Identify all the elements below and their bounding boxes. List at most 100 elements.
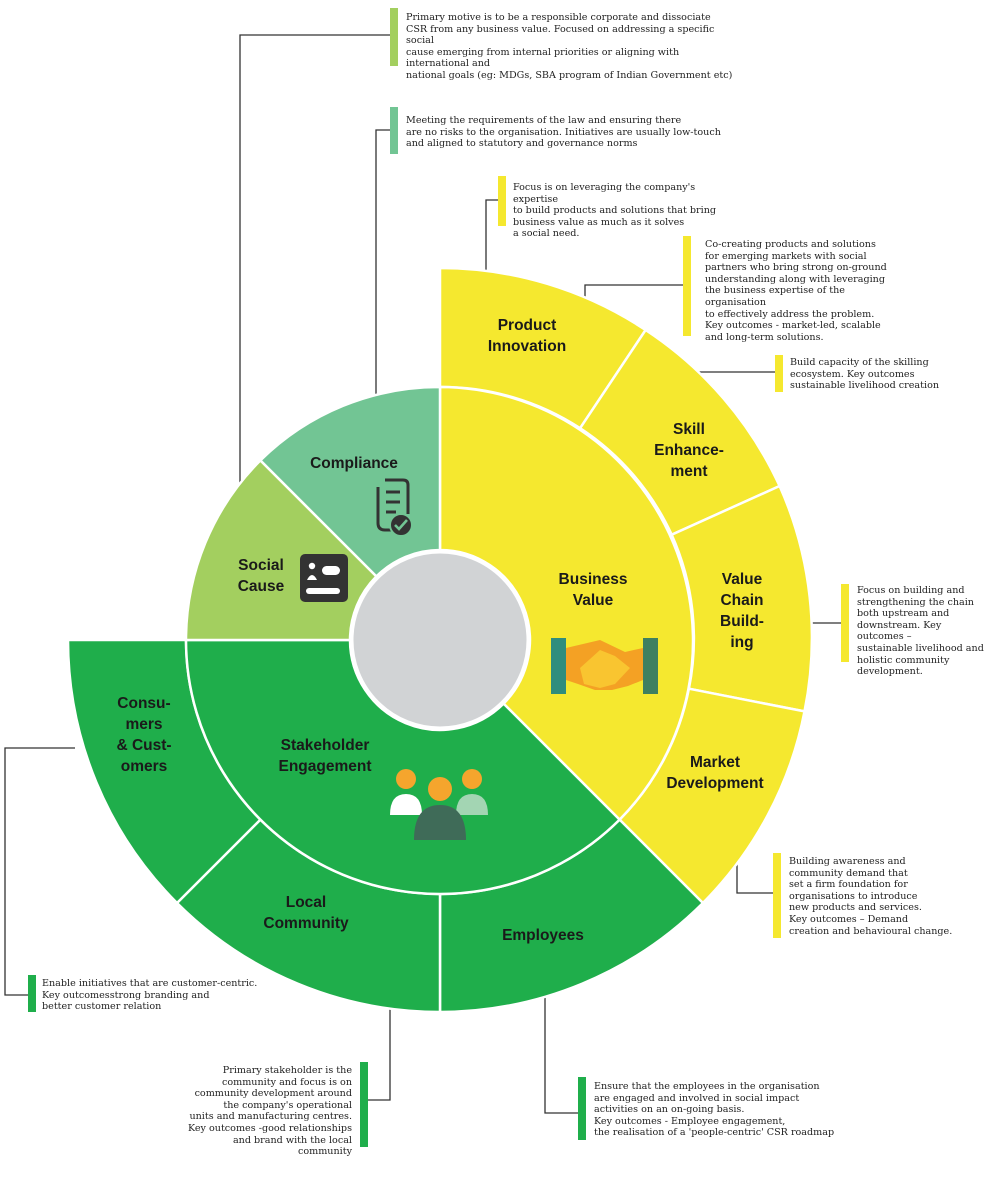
segment-label-line: Consu-: [117, 695, 170, 712]
segment-label-line: Product: [498, 317, 557, 334]
segment-business-value[interactable]: [438, 385, 695, 822]
compliance-document-icon: [376, 478, 413, 537]
note-line: Meeting the requirements of the law and …: [406, 115, 682, 126]
note-line: Key outcomes – Demand: [789, 913, 909, 925]
segment-label-line: mers: [125, 716, 162, 733]
note-line: Ensure that the employees in the organis…: [594, 1081, 820, 1092]
segment-label-line: Skill: [673, 421, 705, 438]
note-line: Focus on building and: [857, 585, 965, 596]
label-employees: Employees: [502, 927, 584, 944]
connector-employees: [544, 967, 578, 1114]
note-line: ecosystem. Key outcomes: [790, 368, 915, 380]
label-compliance: Compliance: [310, 455, 398, 472]
note-line: for emerging markets with social: [705, 250, 867, 262]
segment-label-line: Stakeholder: [281, 737, 370, 754]
note-line: a social need.: [513, 228, 580, 240]
note-line: Build capacity of the skilling: [790, 357, 929, 368]
segment-label-line: Value: [722, 571, 763, 588]
note-line: Primary motive is to be a responsible co…: [406, 12, 711, 23]
segment-label-line: Social: [238, 557, 284, 574]
note-line: strengthening the chain: [857, 596, 974, 608]
note-line: holistic community: [857, 654, 950, 666]
note-bar-consumers: [28, 975, 36, 1012]
note-line: to effectively address the problem.: [705, 308, 875, 320]
note-line: Key outcomes - Employee engagement,: [594, 1115, 786, 1127]
social-cause-icon: [300, 554, 348, 602]
segment-label-line: Value: [573, 592, 614, 609]
label-consumers: Consu-mers& Cust-omers: [116, 695, 171, 775]
note-line: community development around: [194, 1088, 352, 1100]
note-bar-employees: [578, 1077, 586, 1140]
segment-label-line: Community: [263, 915, 349, 932]
note-line: Building awareness and: [789, 856, 906, 867]
note-line: the business expertise of the organisati…: [705, 285, 845, 308]
segment-label-line: Development: [666, 775, 763, 792]
note-line: to build products and solutions that bri…: [513, 205, 717, 217]
note-bar-local-community: [360, 1062, 368, 1147]
segment-label-line: Business: [559, 571, 628, 588]
note-line: creation and behavioural change.: [789, 925, 953, 937]
note-line: Focus is on leveraging the company's exp…: [513, 182, 696, 205]
note-line: Primary stakeholder is the: [222, 1065, 352, 1076]
note-line: Key outcomesstrong branding and: [42, 989, 210, 1001]
note-line: and long-term solutions.: [705, 331, 824, 343]
segment-label-line: ing: [730, 634, 753, 651]
connector-compliance: [375, 129, 390, 440]
segment-stakeholder-engagement[interactable]: [184, 638, 622, 896]
segment-label-line: & Cust-: [116, 737, 171, 754]
note-line: partners who bring strong on-ground: [705, 262, 887, 274]
note-line: the realisation of a 'people-centric' CS…: [594, 1127, 835, 1139]
segment-label-line: Compliance: [310, 455, 398, 472]
connector-social-cause: [239, 34, 390, 535]
note-employees: Ensure that the employees in the organis…: [594, 1081, 844, 1139]
note-compliance: Meeting the requirements of the law and …: [406, 115, 726, 150]
segment-label-line: Employees: [502, 927, 584, 944]
note-bar-business-value: [498, 176, 506, 226]
note-line: national goals (eg: MDGs, SBA program of…: [406, 69, 733, 81]
note-line: organisations to introduce: [789, 890, 918, 902]
note-social-cause: Primary motive is to be a responsible co…: [406, 12, 741, 82]
note-line: Key outcomes -good relationships: [187, 1122, 352, 1134]
center-circle: [350, 550, 530, 730]
note-line: new products and services.: [789, 902, 922, 914]
note-line: are no risks to the organisation. Initia…: [406, 126, 721, 138]
segment-label-line: Build-: [720, 613, 764, 630]
segment-label-line: Cause: [238, 578, 285, 595]
note-bar-value-chain: [841, 584, 849, 662]
note-line: and aligned to statutory and governance …: [406, 138, 638, 150]
connector-local-community: [360, 968, 391, 1101]
note-line: development.: [857, 666, 923, 678]
connector-consumers: [4, 747, 75, 996]
segment-label-line: Market: [690, 754, 740, 771]
note-line: CSR from any business value. Focused on …: [406, 23, 715, 47]
note-line: community and focus is on: [221, 1076, 352, 1088]
note-line: the company's operational: [223, 1099, 352, 1111]
note-bar-skill-enhancement: [775, 355, 783, 392]
note-bar-social-cause: [390, 8, 398, 66]
note-line: set a firm foundation for: [789, 879, 908, 891]
segment-label-line: Local: [286, 894, 326, 911]
note-line: better customer relation: [42, 1001, 162, 1013]
note-line: cause emerging from internal priorities …: [406, 46, 680, 70]
note-business-value: Focus is on leveraging the company's exp…: [513, 182, 743, 240]
segment-label-line: ment: [670, 463, 707, 480]
note-bar-compliance: [390, 107, 398, 154]
note-line: units and manufacturing centres.: [189, 1111, 352, 1123]
note-line: Key outcomes - market-led, scalable: [705, 320, 881, 332]
note-line: and brand with the local community: [232, 1134, 352, 1158]
note-line: Co-creating products and solutions: [705, 239, 876, 250]
note-line: activities on an on-going basis.: [594, 1104, 745, 1116]
